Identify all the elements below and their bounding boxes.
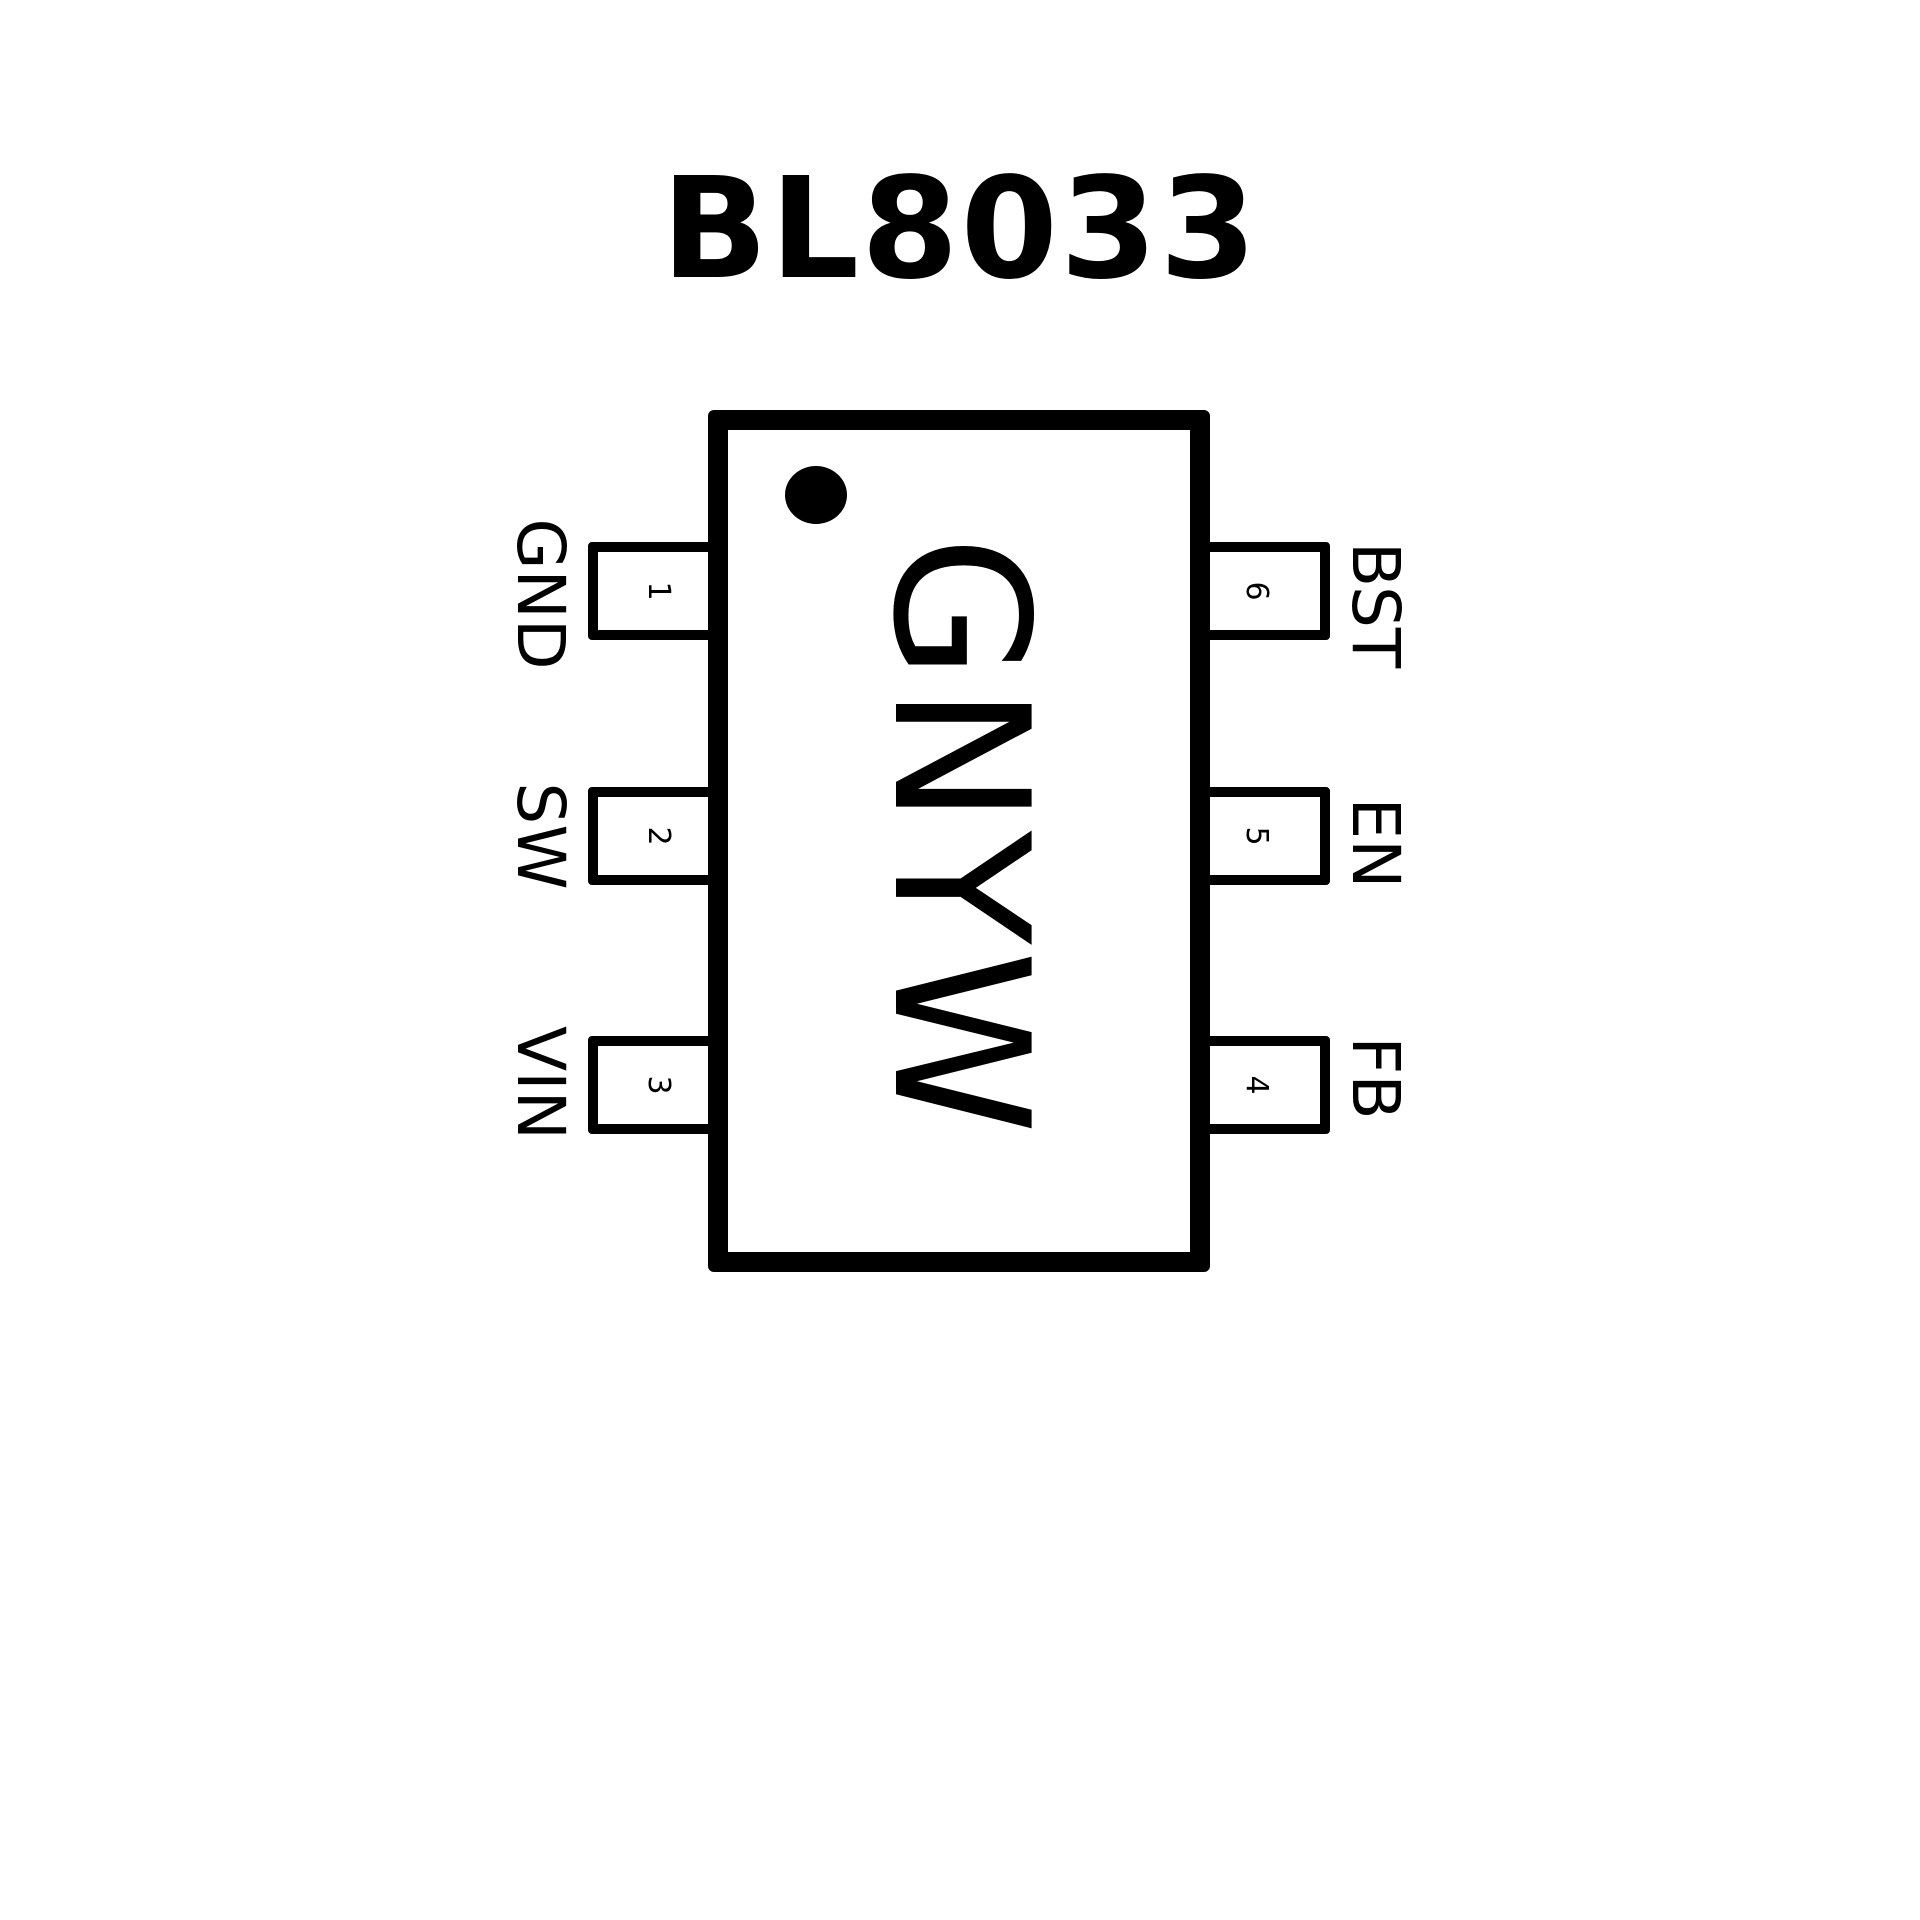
pin-label-gnd: GND — [502, 518, 579, 670]
pin-number: 2 — [640, 826, 676, 846]
chip-body — [708, 410, 1210, 1272]
pin-number: 4 — [1238, 1075, 1274, 1095]
pin-label-fb: FB — [1337, 1036, 1414, 1120]
pin-6: 6 — [1195, 542, 1330, 640]
pin-5: 5 — [1195, 787, 1330, 885]
pin1-indicator-dot — [785, 466, 847, 524]
pin-1: 1 — [588, 542, 723, 640]
part-number-title: BL8033 — [661, 148, 1259, 311]
pin-label-sw: SW — [502, 782, 579, 890]
pin-number: 6 — [1238, 581, 1274, 601]
pin-label-en: EN — [1337, 797, 1414, 889]
pin-number: 5 — [1238, 826, 1274, 846]
pin-2: 2 — [588, 787, 723, 885]
chip-marking: GNYW — [852, 535, 1069, 1141]
pin-3: 3 — [588, 1036, 723, 1134]
pin-label-bst: BST — [1337, 541, 1414, 669]
pin-number: 1 — [640, 581, 676, 601]
pin-4: 4 — [1195, 1036, 1330, 1134]
pin-label-vin: VIN — [502, 1026, 579, 1140]
pin-number: 3 — [640, 1075, 676, 1095]
